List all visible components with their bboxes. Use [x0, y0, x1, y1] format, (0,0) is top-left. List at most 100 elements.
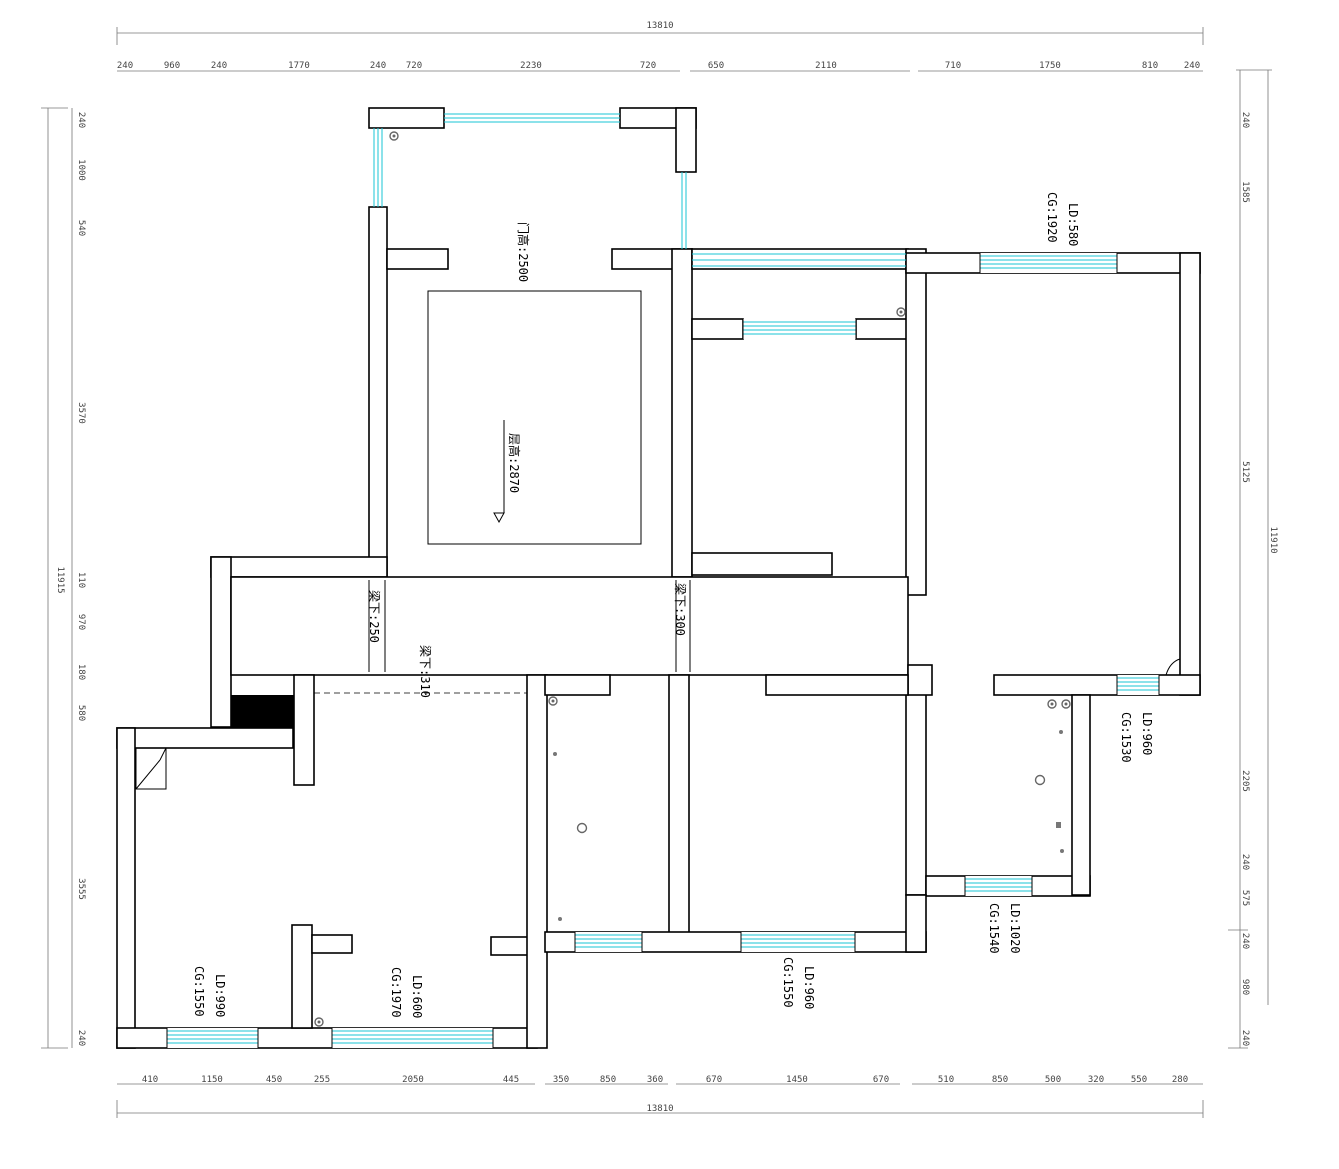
- window-ne-long: [692, 253, 906, 267]
- dim-bottom: 280: [1172, 1075, 1188, 1085]
- dim-top: 1750: [1039, 61, 1061, 71]
- pipe-icon: [1047, 699, 1057, 709]
- pipe-icon: [389, 131, 399, 141]
- point-icon: [1059, 730, 1063, 734]
- window-master-bottom: [1116, 675, 1160, 695]
- dim-bottom: 1150: [201, 1075, 223, 1085]
- dimension-lines: [41, 27, 1272, 1118]
- dim-top: 710: [945, 61, 961, 71]
- dim-left: 3570: [76, 402, 86, 424]
- light-fixture-icon: [1034, 774, 1046, 786]
- dim-left: 110: [76, 572, 86, 588]
- beam-label-2: 梁下:300: [673, 583, 688, 636]
- window-cg-label: CG:1540: [987, 903, 1001, 954]
- window-top-balcony: [444, 113, 620, 123]
- dim-bottom: 670: [873, 1075, 889, 1085]
- dim-right: 575: [1240, 890, 1250, 906]
- dim-bottom: 550: [1131, 1075, 1147, 1085]
- walls: [116, 107, 1201, 1049]
- dim-bottom: 1450: [786, 1075, 808, 1085]
- beam-label-3: 梁下:310: [418, 645, 433, 698]
- pipe-icon: [896, 307, 906, 317]
- dim-bottom-total: 13810: [646, 1104, 673, 1114]
- dim-bottom: 350: [553, 1075, 569, 1085]
- window-ld-label: LD:990: [213, 974, 227, 1017]
- window-living-south: [331, 1028, 494, 1048]
- dim-left: 240: [76, 112, 86, 128]
- window-cg-label: CG:1550: [192, 966, 206, 1017]
- beam-label-1: 梁下:250: [367, 590, 382, 643]
- window-bedroom-s1: [574, 932, 643, 952]
- window-balcony-left: [373, 128, 383, 207]
- dim-top: 2110: [815, 61, 837, 71]
- dim-top-total: 13810: [646, 21, 673, 31]
- dim-left: 580: [76, 705, 86, 721]
- windows: [166, 113, 1160, 1048]
- window-west-south: [166, 1028, 259, 1048]
- window-cg-label: CG:1550: [781, 957, 795, 1008]
- dim-top: 650: [708, 61, 724, 71]
- dim-left: 180: [76, 664, 86, 680]
- dim-bottom: 2050: [402, 1075, 424, 1085]
- dim-bottom: 500: [1045, 1075, 1061, 1085]
- window-cg-label: CG:1530: [1119, 712, 1133, 763]
- dim-right: 240: [1240, 1030, 1250, 1046]
- dim-bottom: 255: [314, 1075, 330, 1085]
- dim-bottom: 850: [992, 1075, 1008, 1085]
- dim-bottom: 670: [706, 1075, 722, 1085]
- window-ld-label: LD:960: [802, 966, 816, 1009]
- dim-top: 720: [640, 61, 656, 71]
- window-bath: [964, 876, 1033, 896]
- level-marker-icon: [493, 420, 505, 524]
- dim-left-total: 11915: [55, 566, 65, 593]
- dim-top: 2230: [520, 61, 542, 71]
- annotations: 门高:2500 层高:2870 梁下:250 梁下:300 梁下:310 LD:…: [192, 192, 1154, 1018]
- window-ld-label: LD:600: [410, 975, 424, 1018]
- dim-right: 240: [1240, 933, 1250, 949]
- dim-bottom: 320: [1088, 1075, 1104, 1085]
- window-ld-label: LD:960: [1140, 712, 1154, 755]
- dim-bottom: 850: [600, 1075, 616, 1085]
- dim-left: 3555: [76, 878, 86, 900]
- door-swing-icon: [1165, 658, 1181, 676]
- dim-bottom: 360: [647, 1075, 663, 1085]
- dim-bottom: 450: [266, 1075, 282, 1085]
- dim-left: 970: [76, 614, 86, 630]
- window-ld-label: LD:580: [1066, 203, 1080, 246]
- dim-top: 240: [117, 61, 133, 71]
- dim-right: 240: [1240, 112, 1250, 128]
- window-ld-label: LD:1020: [1008, 903, 1022, 954]
- pipe-icon: [548, 696, 558, 706]
- beam-lines: [314, 580, 691, 694]
- dim-right: 1585: [1240, 181, 1250, 203]
- dim-right: 5125: [1240, 461, 1250, 483]
- dim-top: 240: [1184, 61, 1200, 71]
- dim-top: 960: [164, 61, 180, 71]
- door-swing-icon: [135, 747, 167, 790]
- window-cg-label: CG:1970: [389, 967, 403, 1018]
- dim-bottom: 510: [938, 1075, 954, 1085]
- pipe-icon: [314, 1017, 324, 1027]
- dim-right-total: 11910: [1268, 526, 1278, 553]
- window-bedroom-s2: [740, 932, 856, 952]
- dim-top: 810: [1142, 61, 1158, 71]
- fixtures: [135, 131, 1181, 1027]
- pipe-icon: [1061, 699, 1071, 709]
- square-fixture-icon: [1056, 822, 1061, 828]
- floor-height-label: 层高:2870: [507, 433, 522, 493]
- dim-top: 720: [406, 61, 422, 71]
- point-icon: [553, 752, 557, 756]
- window-master-top: [979, 253, 1118, 273]
- dim-right: 2205: [1240, 770, 1250, 792]
- window-balcony-right: [681, 172, 687, 249]
- dim-top: 1770: [288, 61, 310, 71]
- point-icon: [558, 917, 562, 921]
- door-height-label: 门高:2500: [516, 222, 531, 282]
- light-fixture-icon: [576, 822, 588, 834]
- dim-right: 980: [1240, 979, 1250, 995]
- dim-right: 240: [1240, 854, 1250, 870]
- dim-left: 240: [76, 1030, 86, 1046]
- window-cg-label: CG:1920: [1045, 192, 1059, 243]
- dim-bottom: 410: [142, 1075, 158, 1085]
